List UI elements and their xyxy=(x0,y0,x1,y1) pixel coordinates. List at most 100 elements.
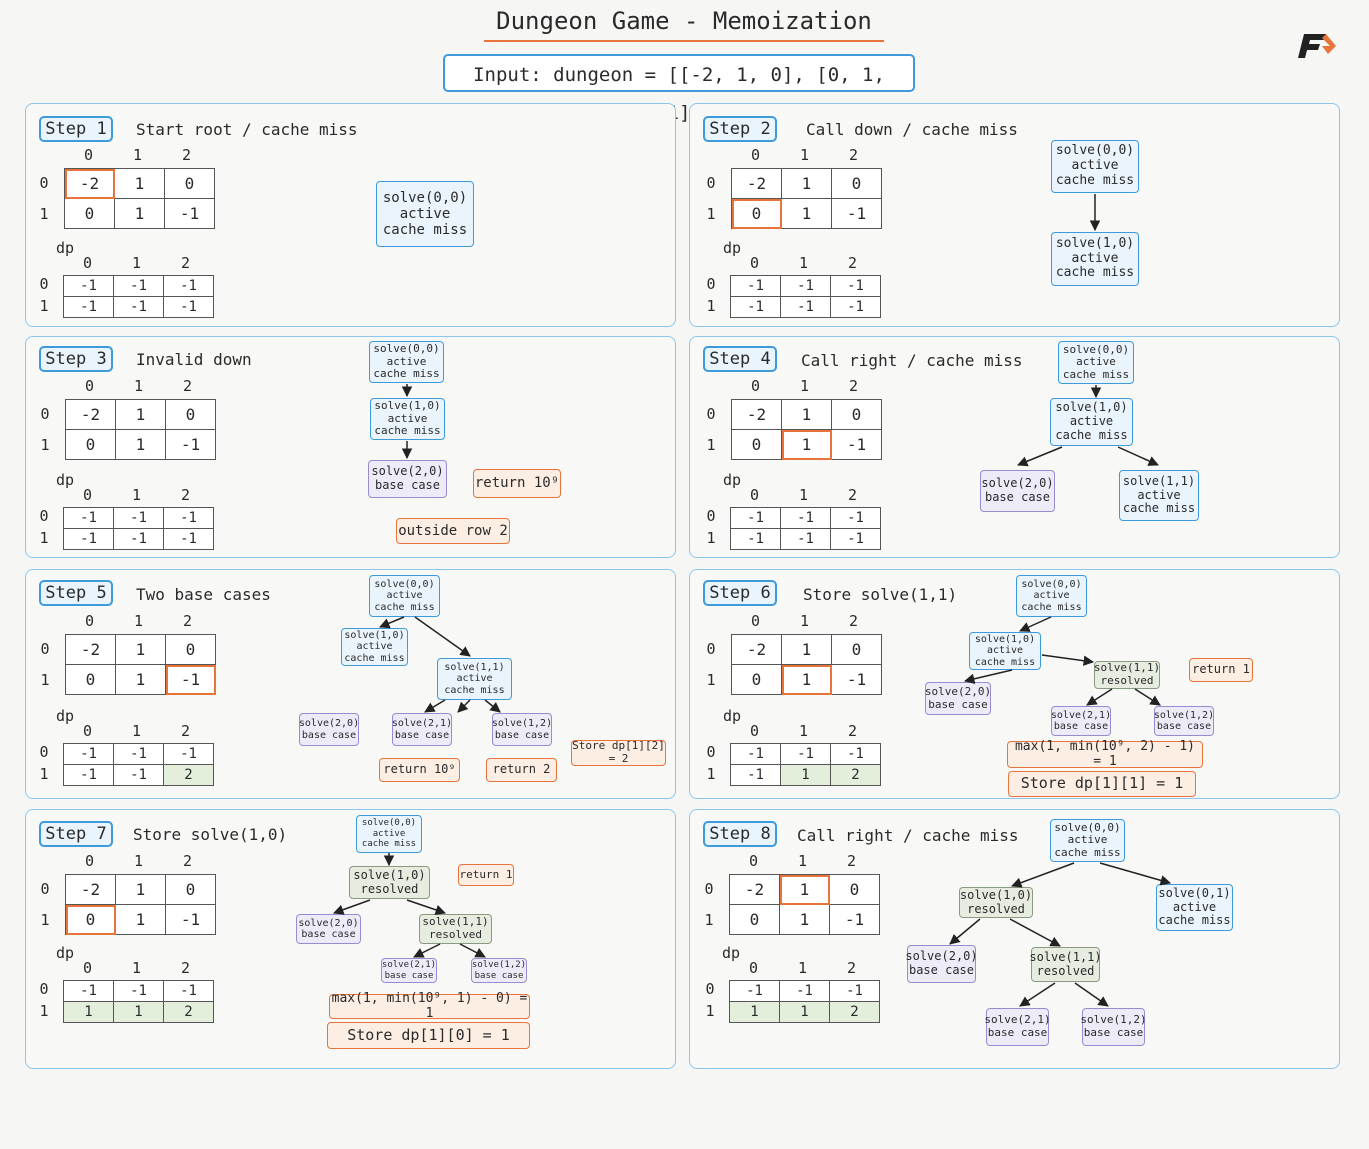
dungeon-cell: -2 xyxy=(729,874,780,905)
call-node: solve(2,1) base case xyxy=(984,1008,1051,1046)
dungeon-cell: 0 xyxy=(64,198,115,229)
dungeon-cell: -1 xyxy=(165,664,216,695)
dp-cell: -1 xyxy=(163,528,214,550)
call-node: solve(1,1) resolved xyxy=(1029,947,1102,982)
col-index: 0 xyxy=(84,377,95,395)
dp-cell: -1 xyxy=(63,743,114,765)
dp-cell: -1 xyxy=(830,528,881,550)
annotation-box: Store dp[1][1] = 1 xyxy=(1008,771,1196,797)
dp-row-index: 0 xyxy=(39,275,49,293)
dp-cell: 2 xyxy=(163,1001,214,1023)
dp-row-index: 0 xyxy=(39,507,49,525)
dp-cell: -1 xyxy=(730,528,781,550)
dungeon-cell: 1 xyxy=(114,168,165,199)
call-node: solve(1,2) base case xyxy=(1080,1008,1147,1046)
col-index: 0 xyxy=(750,377,761,395)
dp-cell: -1 xyxy=(113,528,164,550)
dp-row-index: 0 xyxy=(706,275,716,293)
step-8-description: Call right / cache miss xyxy=(797,826,1019,845)
call-node: solve(0,0) active cache miss xyxy=(1058,341,1134,384)
dungeon-cell: 1 xyxy=(114,198,165,229)
row-index: 1 xyxy=(40,911,50,929)
col-index: 1 xyxy=(797,852,808,870)
annotation-box: return 1 xyxy=(458,864,514,886)
dp-row-index: 1 xyxy=(39,1002,49,1020)
col-index: 2 xyxy=(848,146,859,164)
dungeon-cell: 0 xyxy=(65,904,116,935)
dungeon-cell: -1 xyxy=(164,198,215,229)
dp-cell: -1 xyxy=(780,528,831,550)
dp-cell: -1 xyxy=(113,764,164,786)
call-node: solve(2,1) base case xyxy=(392,713,452,746)
dungeon-cell: 0 xyxy=(731,664,782,695)
dp-row-index: 1 xyxy=(706,765,716,783)
annotation-box: return 10⁹ xyxy=(379,758,460,782)
dp-cell: 1 xyxy=(113,1001,164,1023)
dungeon-cell: 0 xyxy=(729,904,780,935)
dp-col-index: 1 xyxy=(798,254,809,272)
step-1-label: Step 1 xyxy=(39,116,113,142)
dungeon-cell: -2 xyxy=(65,634,116,665)
dungeon-cell: 0 xyxy=(165,874,216,905)
annotation-box: return 10⁹ xyxy=(473,469,561,498)
dp-col-index: 0 xyxy=(82,486,93,504)
dungeon-cell: -1 xyxy=(831,198,882,229)
dp-row-index: 0 xyxy=(706,743,716,761)
col-index: 2 xyxy=(848,612,859,630)
step-3-description: Invalid down xyxy=(136,350,252,369)
dungeon-cell: -1 xyxy=(165,429,216,460)
dungeon-cell: -2 xyxy=(64,168,115,199)
dp-col-index: 1 xyxy=(797,959,808,977)
call-node: solve(1,1) active cache miss xyxy=(1119,470,1199,521)
step-8-label: Step 8 xyxy=(703,821,777,847)
dp-row-index: 0 xyxy=(706,507,716,525)
call-node: solve(0,0) active cache miss xyxy=(1050,819,1125,862)
dungeon-cell: 1 xyxy=(115,664,166,695)
row-index: 0 xyxy=(40,405,50,423)
dp-cell: -1 xyxy=(730,743,781,765)
row-index: 1 xyxy=(39,205,49,223)
col-index: 1 xyxy=(133,612,144,630)
annotation-box: outside row 2 xyxy=(396,518,510,544)
dp-label: dp xyxy=(55,239,75,257)
dp-label: dp xyxy=(722,471,742,489)
dp-cell: -1 xyxy=(780,275,831,297)
dungeon-cell: 0 xyxy=(65,429,116,460)
col-index: 2 xyxy=(848,377,859,395)
col-index: 2 xyxy=(181,146,192,164)
dungeon-cell: -2 xyxy=(731,399,782,430)
call-node: solve(2,0) base case xyxy=(925,682,991,715)
row-index: 0 xyxy=(704,880,714,898)
call-node: solve(1,0) active cache miss xyxy=(969,632,1041,670)
dp-cell: -1 xyxy=(830,507,881,529)
dp-col-index: 1 xyxy=(798,722,809,740)
dungeon-cell: -2 xyxy=(731,168,782,199)
dungeon-cell: 1 xyxy=(115,874,166,905)
col-index: 1 xyxy=(133,377,144,395)
dp-cell: -1 xyxy=(113,296,164,318)
dp-cell: 2 xyxy=(830,764,881,786)
col-index: 0 xyxy=(84,612,95,630)
dp-cell: -1 xyxy=(113,507,164,529)
call-node: solve(1,0) resolved xyxy=(959,887,1033,918)
dp-cell: -1 xyxy=(163,743,214,765)
dungeon-cell: 0 xyxy=(831,399,882,430)
dp-col-index: 2 xyxy=(847,254,858,272)
dp-row-index: 0 xyxy=(705,980,715,998)
call-node: solve(1,0) active cache miss xyxy=(1051,232,1139,286)
call-node: solve(0,0) active cache miss xyxy=(369,575,440,617)
col-index: 1 xyxy=(799,612,810,630)
col-index: 0 xyxy=(83,146,94,164)
dp-cell: -1 xyxy=(63,275,114,297)
col-index: 1 xyxy=(132,146,143,164)
dp-label: dp xyxy=(722,707,742,725)
dp-col-index: 1 xyxy=(131,486,142,504)
call-node: solve(2,0) base case xyxy=(368,460,447,498)
dungeon-cell: 0 xyxy=(731,198,782,229)
